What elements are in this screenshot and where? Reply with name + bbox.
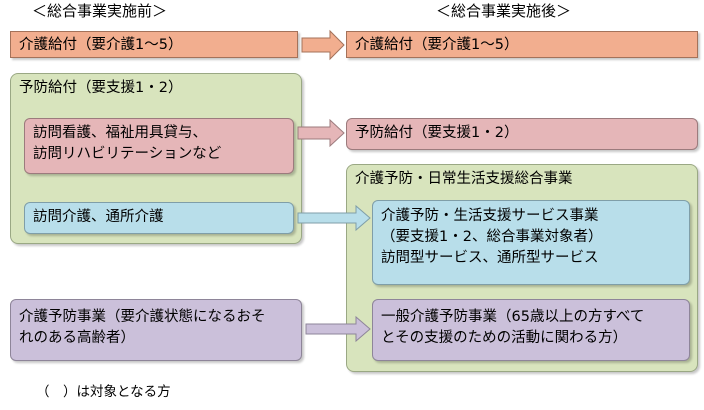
home-care-box: 訪問介護、通所介護 — [24, 202, 294, 234]
legend-note: （ ）は対象となる方 — [36, 384, 171, 400]
prevention-service-line-1: 介護予防・生活支援サービス事業 — [381, 208, 599, 224]
general-prevention-box: 一般介護予防事業（65歳以上の方すべて とその支援のための活動に関わる方） — [372, 299, 690, 361]
arrow-cyan-icon — [297, 204, 371, 232]
home-care-label: 訪問介護、通所介護 — [33, 209, 164, 225]
home-nursing-line-2: 訪問リハビリテーションなど — [33, 146, 222, 162]
home-nursing-box: 訪問看護、福祉用具貸与、 訪問リハビリテーションなど — [24, 118, 294, 174]
prevention-service-line-3: 訪問型サービス、通所型サービス — [381, 250, 599, 266]
general-prevention-line-1: 一般介護予防事業（65歳以上の方すべて — [381, 309, 645, 325]
arrow-top-icon — [301, 29, 345, 61]
prevention-service-box: 介護予防・生活支援サービス事業 （要支援1・2、総合事業対象者） 訪問型サービス… — [372, 200, 690, 285]
arrow-violet-icon — [305, 315, 371, 343]
care-benefit-after: 介護給付（要介護1～5） — [346, 31, 698, 58]
header-after: ＜総合事業実施後＞ — [436, 2, 572, 20]
prevention-project-before-line-1: 介護予防事業（要介護状態になるおそ — [19, 309, 266, 325]
arrow-pink-icon — [297, 118, 345, 148]
care-benefit-before-label: 介護給付（要介護1～5） — [19, 37, 183, 53]
prevention-benefit-after-box: 予防給付（要支援1・2） — [346, 118, 698, 150]
prevention-benefit-after-label: 予防給付（要支援1・2） — [355, 125, 519, 141]
prevention-project-before-line-2: れのある高齢者） — [19, 330, 135, 346]
prevention-service-line-2: （要支援1・2、総合事業対象者） — [381, 229, 603, 245]
comprehensive-project-title: 介護予防・日常生活支援総合事業 — [355, 171, 573, 187]
care-benefit-before: 介護給付（要介護1～5） — [10, 31, 298, 58]
care-benefit-after-label: 介護給付（要介護1～5） — [355, 37, 519, 53]
general-prevention-line-2: とその支援のための活動に関わる方） — [381, 330, 628, 346]
prevention-benefit-group-title: 予防給付（要支援1・2） — [19, 80, 183, 96]
prevention-project-before-box: 介護予防事業（要介護状態になるおそ れのある高齢者） — [10, 299, 302, 361]
header-before: ＜総合事業実施前＞ — [32, 2, 168, 20]
home-nursing-line-1: 訪問看護、福祉用具貸与、 — [33, 125, 207, 141]
